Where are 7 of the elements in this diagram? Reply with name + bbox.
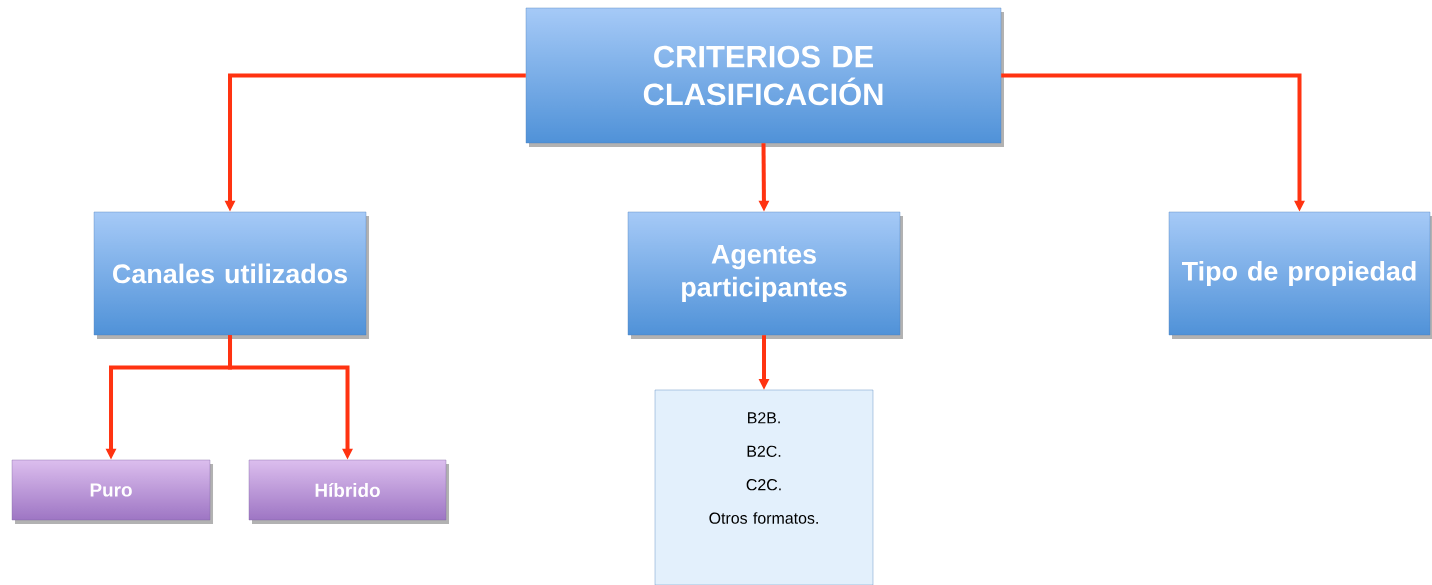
process-box: CRITERIOS DE CLASIFICACIÓN (525, 7, 1004, 147)
process-box: Canales utilizados (93, 211, 369, 339)
category-box: Híbrido (248, 459, 449, 524)
list-box: B2B. B2C. C2C. Otros formatos. (654, 389, 874, 585)
process-box: Agentes participantes (627, 211, 903, 339)
category-box: Puro (11, 459, 213, 524)
process-box: Tipo de propiedad (1168, 211, 1432, 339)
